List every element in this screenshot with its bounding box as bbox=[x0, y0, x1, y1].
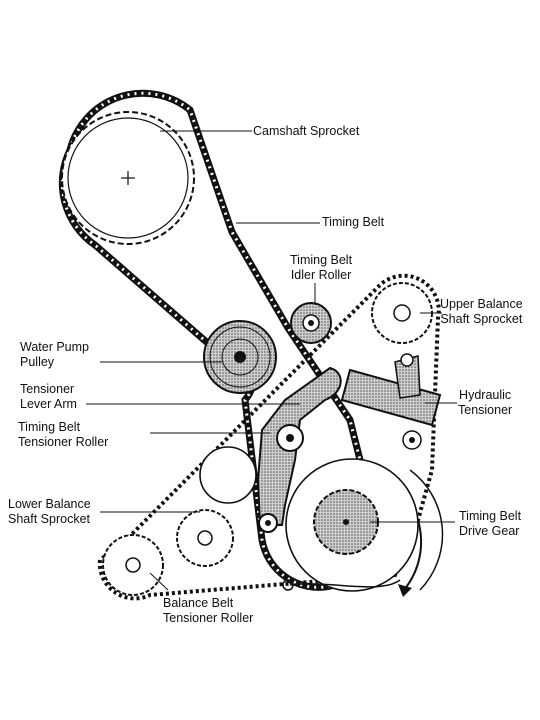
drive-gear-label: Timing Belt Drive Gear bbox=[459, 509, 522, 538]
camshaft-sprocket-label: Camshaft Sprocket bbox=[253, 124, 360, 138]
leader-lines bbox=[86, 130, 457, 591]
hydraulic-tensioner bbox=[340, 353, 442, 450]
idler-roller-label: Timing Belt Idler Roller bbox=[290, 253, 353, 282]
idler-roller bbox=[290, 302, 332, 344]
lower-balance-label: Lower Balance Shaft Sprocket bbox=[8, 497, 91, 526]
water-pump-pulley bbox=[203, 320, 277, 394]
upper-balance-label: Upper Balance Shaft Sprocket bbox=[440, 297, 523, 326]
drive-gear bbox=[313, 489, 379, 555]
lower-balance-sprocket bbox=[176, 509, 234, 567]
lower-bracket bbox=[282, 579, 401, 591]
balance-belt bbox=[97, 273, 441, 601]
timing-belt-label: Timing Belt bbox=[322, 215, 385, 229]
timing-belt bbox=[58, 89, 380, 591]
tensioner-roller-label: Timing Belt Tensioner Roller bbox=[18, 420, 109, 449]
balance-tensioner-roller bbox=[102, 534, 164, 596]
tensioner-lever-label: Tensioner Lever Arm bbox=[20, 382, 77, 411]
balance-middle-sprocket bbox=[199, 446, 257, 504]
upper-balance-sprocket bbox=[371, 282, 433, 344]
balance-roller-label: Balance Belt Tensioner Roller bbox=[163, 596, 254, 625]
camshaft-sprocket bbox=[61, 111, 195, 245]
rotation-arrow-icon bbox=[398, 519, 423, 597]
hydraulic-tensioner-label: Hydraulic Tensioner bbox=[458, 388, 513, 417]
crosshair-icon bbox=[121, 171, 135, 185]
water-pump-label: Water Pump Pulley bbox=[20, 340, 90, 369]
tensioner-lever-arm bbox=[256, 366, 342, 533]
